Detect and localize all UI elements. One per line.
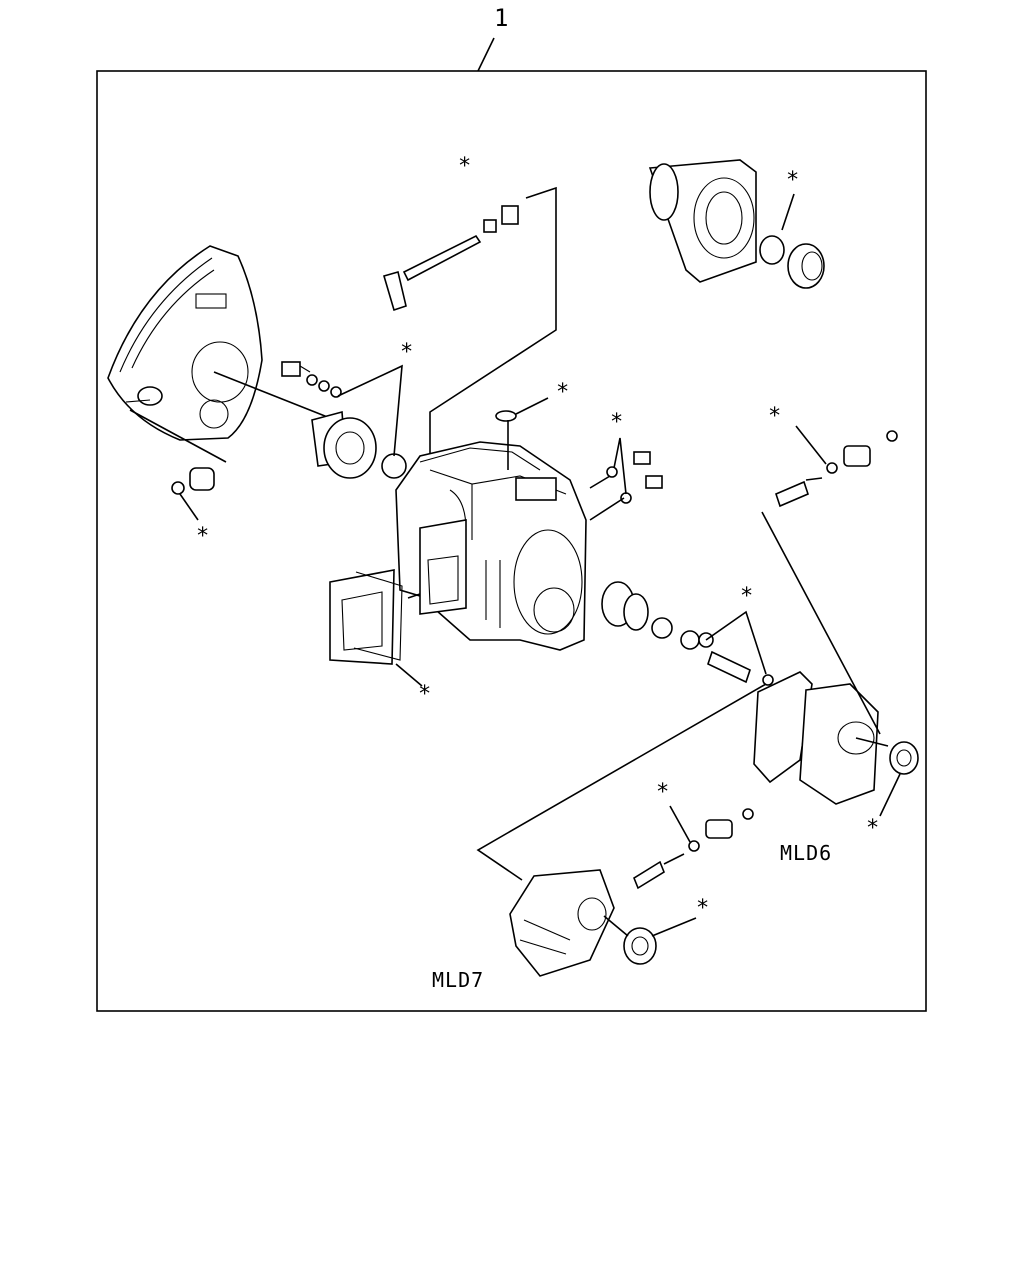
bell-housing <box>107 245 263 441</box>
label-mld7: MLD7 <box>432 968 485 992</box>
output-flange-housing <box>648 159 825 289</box>
asterisk-marker: * <box>786 168 800 193</box>
side-cover <box>329 569 403 665</box>
asterisk-marker: * <box>400 340 414 365</box>
cover-plate <box>419 519 467 615</box>
callout-leader <box>477 37 495 72</box>
callout-number: 1 <box>494 4 509 32</box>
asterisk-marker: * <box>696 896 710 921</box>
diagram-frame <box>96 70 927 1012</box>
asterisk-marker: * <box>866 816 880 841</box>
rear-housing-mld6 <box>753 671 919 805</box>
asterisk-marker: * <box>740 584 754 609</box>
asterisk-marker: * <box>458 154 472 179</box>
input-flange <box>311 410 407 479</box>
rear-housing-mld7 <box>509 869 657 977</box>
shift-rod <box>383 205 519 312</box>
asterisk-marker: * <box>196 524 210 549</box>
speed-sensor-mld6 <box>775 430 898 508</box>
bolt-set <box>281 361 342 398</box>
asterisk-marker: * <box>768 404 782 429</box>
speed-sensor-mld7 <box>633 808 754 890</box>
top-switch <box>495 410 517 470</box>
asterisk-marker: * <box>610 410 624 435</box>
asterisk-marker: * <box>556 380 570 405</box>
label-mld6: MLD6 <box>780 841 833 865</box>
asterisk-marker: * <box>656 780 670 805</box>
gear-cluster <box>601 581 751 684</box>
sleeve-lower-left <box>171 467 215 495</box>
asterisk-marker: * <box>418 682 432 707</box>
